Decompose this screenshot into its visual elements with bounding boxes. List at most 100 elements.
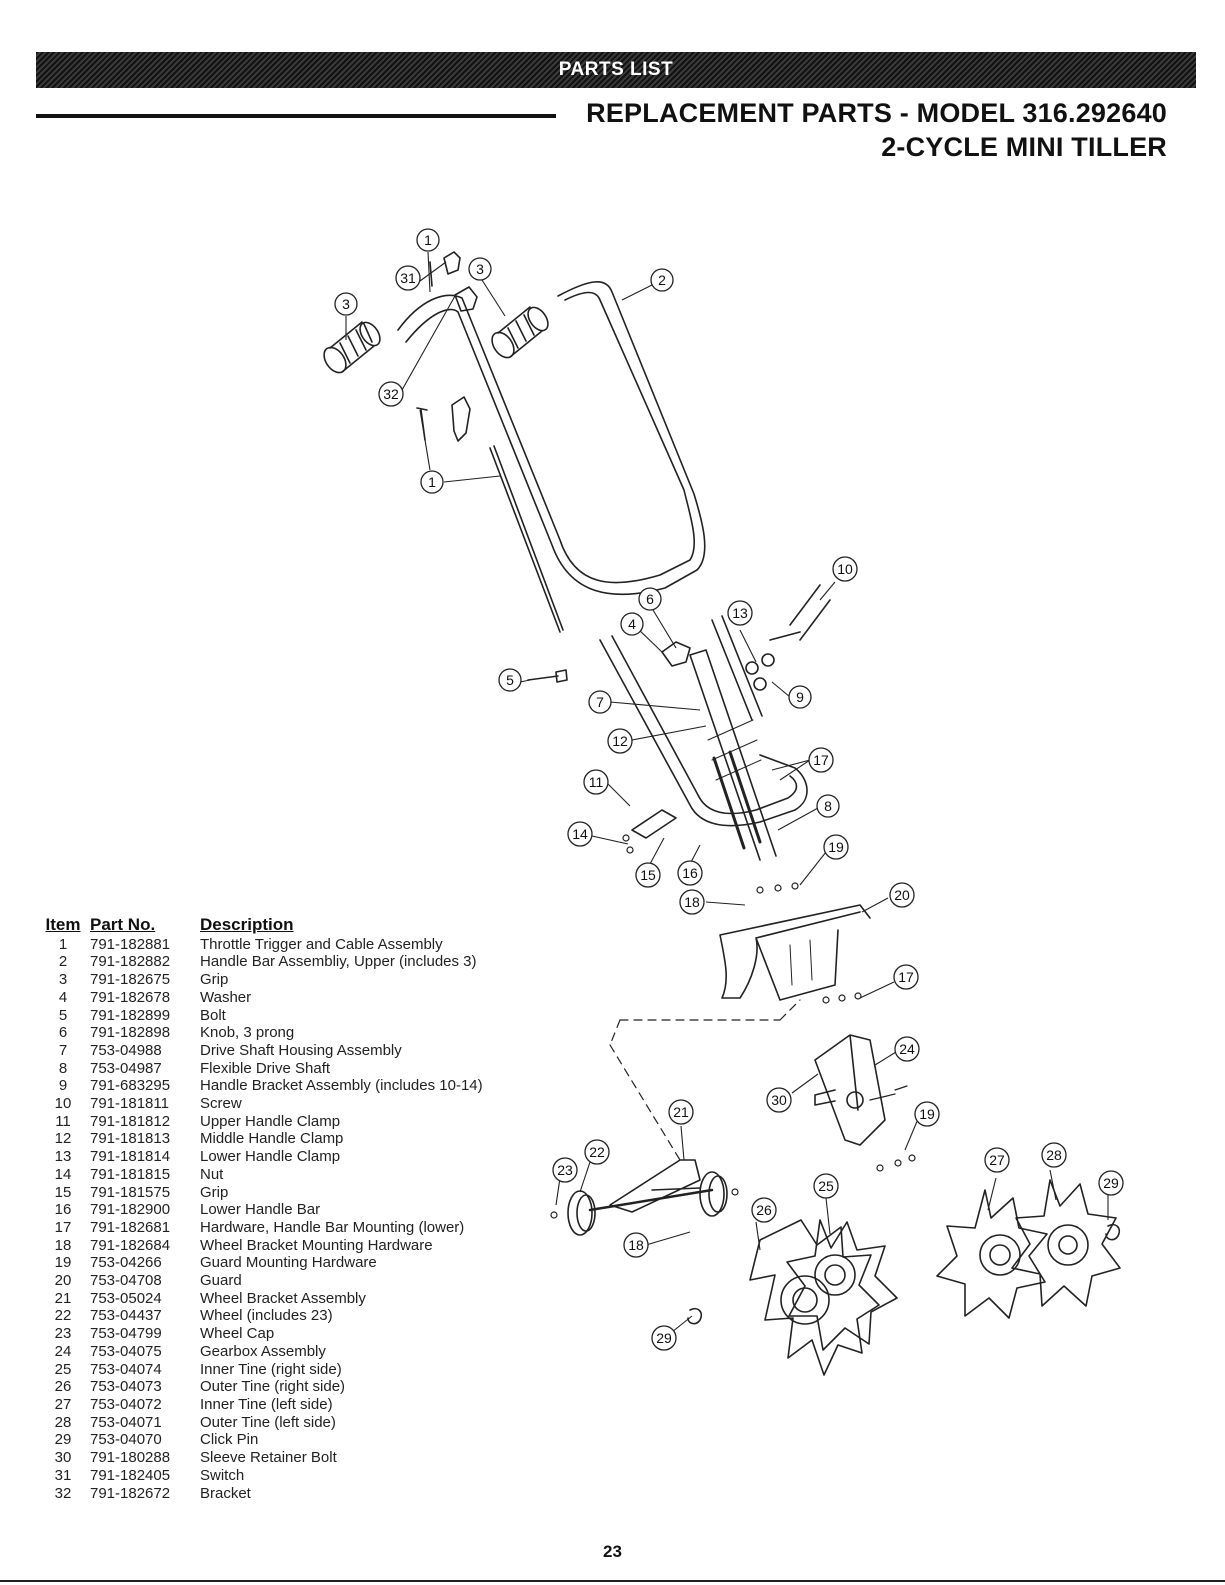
row-part-no: 753-04074 (90, 1360, 162, 1378)
callout-32: 32 (378, 381, 404, 407)
svg-text:27: 27 (989, 1152, 1005, 1168)
callout-3a: 3 (468, 257, 492, 281)
callout-20: 20 (889, 882, 915, 908)
row-item: 10 (54, 1095, 72, 1113)
row-description: Handle Bar Assembliy, Upper (includes 3) (200, 953, 477, 971)
row-item: 28 (54, 1413, 72, 1431)
svg-text:17: 17 (898, 969, 914, 985)
row-item: 13 (54, 1148, 72, 1166)
svg-text:3: 3 (342, 296, 350, 312)
svg-text:1: 1 (428, 474, 436, 490)
wheel-bracket (609, 1159, 701, 1213)
row-part-no: 753-04437 (90, 1307, 162, 1325)
svg-text:12: 12 (612, 733, 628, 749)
row-part-no: 791-182881 (90, 935, 171, 953)
row-item: 26 (54, 1378, 72, 1396)
row-item: 21 (54, 1289, 72, 1307)
drive-shaft-housing (689, 649, 777, 861)
row-description: Lower Handle Clamp (200, 1148, 341, 1166)
row-part-no: 753-04073 (90, 1378, 162, 1396)
callout-11: 11 (583, 769, 609, 795)
callout-30: 30 (766, 1087, 792, 1113)
row-item: 22 (54, 1307, 72, 1325)
row-description: Outer Tine (left side) (200, 1413, 336, 1431)
callout-19: 19 (823, 834, 849, 860)
table-row: 13 791-181814 Lower Handle Clamp (36, 1148, 556, 1166)
row-part-no: 791-182899 (90, 1006, 171, 1024)
row-description: Inner Tine (left side) (200, 1395, 333, 1413)
page-title: REPLACEMENT PARTS - MODEL 316.292640 (586, 98, 1167, 128)
svg-text:9: 9 (796, 689, 804, 705)
row-item: 7 (58, 1041, 68, 1059)
table-row: 28 753-04071 Outer Tine (left side) (36, 1414, 556, 1432)
table-row: 22 753-04437 Wheel (includes 23) (36, 1307, 556, 1325)
svg-text:29: 29 (1103, 1175, 1119, 1191)
row-item: 1 (58, 935, 68, 953)
row-part-no: 791-182678 (90, 988, 171, 1006)
row-description: Sleeve Retainer Bolt (200, 1449, 337, 1467)
row-description: Wheel Bracket Mounting Hardware (200, 1236, 433, 1254)
callout-17: 17 (808, 747, 834, 773)
knob (661, 641, 691, 667)
row-item: 23 (54, 1325, 72, 1343)
row-description: Wheel Cap (200, 1325, 275, 1343)
svg-text:16: 16 (682, 865, 698, 881)
row-description: Grip (200, 1183, 229, 1201)
callout-7: 7 (588, 690, 612, 714)
row-description: Lower Handle Bar (200, 1201, 321, 1219)
guard (719, 904, 871, 1001)
callout-1: 1 (416, 228, 440, 252)
callout-26: 26 (751, 1197, 777, 1223)
row-part-no: 791-182681 (90, 1218, 171, 1236)
row-item: 31 (54, 1466, 72, 1484)
svg-text:32: 32 (383, 386, 399, 402)
svg-text:14: 14 (572, 826, 588, 842)
callout-29: 29 (1098, 1170, 1124, 1196)
row-part-no: 791-182684 (90, 1236, 171, 1254)
callout-15: 15 (635, 862, 661, 888)
upper-handle-bar (397, 281, 706, 596)
tine-inner-right (786, 1219, 898, 1351)
row-description: Hardware, Handle Bar Mounting (lower) (200, 1218, 465, 1236)
row-part-no: 753-04071 (90, 1413, 162, 1431)
tine-outer-right (749, 1219, 880, 1376)
row-description: Wheel (includes 23) (200, 1307, 333, 1325)
row-description: Flexible Drive Shaft (200, 1059, 331, 1077)
page-number: 23 (603, 1542, 622, 1561)
row-part-no: 791-182405 (90, 1466, 171, 1484)
row-item: 14 (54, 1165, 72, 1183)
callout-1b: 1 (420, 470, 444, 494)
svg-text:31: 31 (400, 270, 416, 286)
row-part-no: 791-181814 (90, 1148, 171, 1166)
switch (443, 251, 461, 275)
svg-text:29: 29 (656, 1330, 672, 1346)
svg-text:11: 11 (589, 774, 604, 790)
row-item: 16 (54, 1201, 72, 1219)
click-pin (1105, 1223, 1121, 1241)
left-grip (323, 321, 381, 374)
callout-18b: 18 (623, 1232, 649, 1258)
row-item: 20 (54, 1272, 72, 1290)
callout-2: 2 (650, 268, 674, 292)
row-item: 15 (54, 1183, 72, 1201)
callout-5: 5 (498, 668, 522, 692)
svg-text:6: 6 (646, 591, 654, 607)
row-part-no: 791-182900 (90, 1201, 171, 1219)
row-part-no: 791-181815 (90, 1165, 171, 1183)
row-description: Inner Tine (right side) (200, 1360, 342, 1378)
callout-24: 24 (894, 1036, 920, 1062)
row-part-no: 753-04072 (90, 1395, 162, 1413)
page-subtitle: 2-CYCLE MINI TILLER (881, 132, 1167, 162)
